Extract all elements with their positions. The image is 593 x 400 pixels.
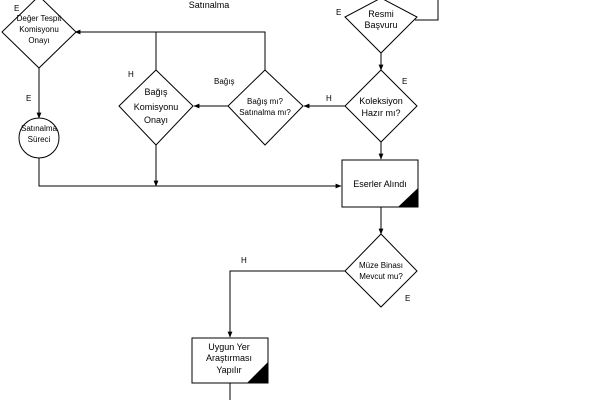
edge-label-e-deger: E (26, 94, 31, 103)
uygun-yer-line-1: Uygun Yer (208, 342, 250, 352)
node-deger-tespit: Değer Tespit Komisyonu Onayı (1, 0, 77, 69)
satinalma-sureci-line-1: Satınalma (21, 124, 58, 133)
edge-label-bagis: Bağış (214, 77, 234, 86)
satinalma-caption: Satınalma (189, 0, 230, 10)
deger-tespit-line-2: Komisyonu (19, 25, 59, 34)
uygun-yer-line-3: Yapılır (216, 365, 241, 375)
bagis-komisyonu-line-3: Onayı (144, 115, 168, 125)
edge-label-h-koleksiyon: H (326, 94, 332, 103)
bagis-mi-line-2: Satınalma mı? (239, 108, 291, 117)
edge-label-e-resmi: E (336, 8, 341, 17)
edge-bagismi-to-deger (74, 29, 266, 70)
node-eserler-alindi: Eserler Alındı (341, 159, 419, 208)
bagis-komisyonu-diamond (118, 69, 194, 146)
bagis-komisyonu-line-2: Komisyonu (134, 102, 179, 112)
satinalma-sureci-circle (18, 117, 60, 159)
resmi-basvuru-diamond (344, 0, 418, 54)
node-bagis-mi: Bağış mı? Satınalma mı? (227, 69, 304, 146)
edge-label-e-muze: E (405, 294, 410, 303)
bagis-mi-diamond (227, 69, 304, 146)
edge-label-h-bagis-kom: H (128, 70, 134, 79)
node-muze-binasi: Müze Binası Mevcut mu? (344, 233, 418, 308)
edge-label-e-top-left: E (14, 4, 19, 13)
node-resmi-basvuru: Resmi Başvuru (344, 0, 418, 54)
edge-muze-to-uygunyer (227, 270, 345, 338)
bagis-mi-line-1: Bağış mı? (247, 97, 284, 106)
bagis-komisyonu-line-1: Bağış (144, 87, 168, 97)
node-koleksiyon-hazir: Koleksiyon Hazır mı? (344, 69, 418, 143)
node-satinalma-sureci: Satınalma Süreci (18, 117, 60, 159)
eserler-alindi-box (341, 159, 419, 208)
uygun-yer-corner (247, 362, 268, 383)
muze-binasi-diamond (344, 233, 418, 308)
koleksiyon-hazir-line-1: Koleksiyon (359, 96, 403, 106)
node-bagis-komisyonu: Bağış Komisyonu Onayı (118, 69, 194, 146)
node-uygun-yer: Uygun Yer Araştırması Yapılır (191, 337, 269, 384)
eserler-alindi-label: Eserler Alındı (353, 179, 407, 189)
koleksiyon-hazir-line-2: Hazır mı? (361, 108, 400, 118)
muze-binasi-line-1: Müze Binası (359, 261, 403, 270)
edge-satinalma-to-eserler (38, 157, 342, 189)
deger-tespit-diamond (1, 0, 77, 69)
edge-label-h-muze: H (241, 256, 247, 265)
muze-binasi-line-2: Mevcut mu? (359, 272, 403, 281)
satinalma-sureci-line-2: Süreci (28, 135, 51, 144)
edge-label-e-koleksiyon: E (402, 77, 407, 86)
deger-tespit-line-1: Değer Tespit (17, 14, 63, 23)
deger-tespit-line-3: Onayı (28, 36, 49, 45)
resmi-basvuru-line-2: Başvuru (364, 20, 397, 30)
koleksiyon-hazir-diamond (344, 69, 418, 143)
resmi-basvuru-line-1: Resmi (368, 9, 394, 19)
uygun-yer-line-2: Araştırması (206, 353, 252, 363)
edge-top-right-process (415, 0, 439, 21)
eserler-alindi-corner (398, 188, 418, 207)
